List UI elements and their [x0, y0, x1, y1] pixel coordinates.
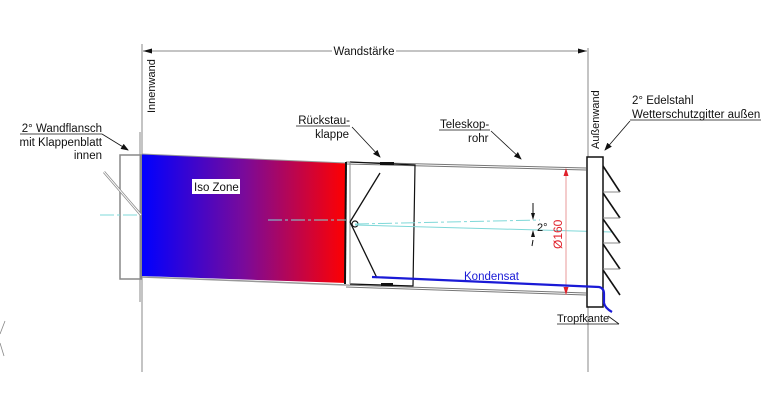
wall-flange-label-line2: mit Klappenblatt [20, 137, 103, 149]
drip-edge-annotation: Tropfkante [557, 313, 620, 325]
telescopic-tube-label-line2: rohr [468, 133, 489, 145]
iso-zone-label: Iso Zone [194, 182, 239, 194]
centerlines [100, 214, 613, 233]
wall-flange-label-line1: 2° Wandflansch [22, 123, 102, 135]
arrow-right-icon [578, 48, 587, 54]
condensate-path: Kondensat [371, 271, 613, 313]
drip-edge-label: Tropfkante [557, 313, 609, 325]
inner-wall-label: Innenwand [146, 59, 158, 113]
grille-annotation: 2° Edelstahl Wetterschutzgitter außen [604, 95, 761, 151]
backflow-valve-annotation: Rückstau- klappe [296, 115, 381, 158]
wall-flange [103, 132, 142, 302]
wall-flange-label-line3: innen [74, 150, 102, 162]
iso-zone [142, 154, 346, 283]
grille-label-line1: 2° Edelstahl [632, 95, 694, 107]
diameter-dimension: Ø160 [551, 168, 569, 295]
backflow-valve-label-line1: Rückstau- [298, 115, 350, 127]
wall-thickness-label: Wandstärke [334, 46, 395, 58]
grille-label-line2: Wetterschutzgitter außen [632, 109, 760, 121]
angle-label: 2° [537, 222, 548, 234]
edge-artifact [0, 320, 6, 357]
iso-zone-label-bg [192, 179, 240, 194]
backflow-valve-label-line2: klappe [315, 129, 349, 141]
diameter-label: Ø160 [551, 219, 565, 249]
weather-grille [586, 156, 621, 308]
condensate-label: Kondensat [464, 271, 520, 283]
telescopic-tube-annotation: Teleskop- rohr [439, 119, 522, 160]
telescopic-tube-label-line1: Teleskop- [440, 119, 489, 131]
wall-flange-annotation: 2° Wandflansch mit Klappenblatt innen [20, 123, 129, 162]
outer-wall-label: Außenwand [590, 90, 602, 149]
backflow-valve [344, 161, 416, 287]
arrow-left-icon [143, 48, 152, 54]
angle-indicator: 2° [531, 203, 548, 247]
